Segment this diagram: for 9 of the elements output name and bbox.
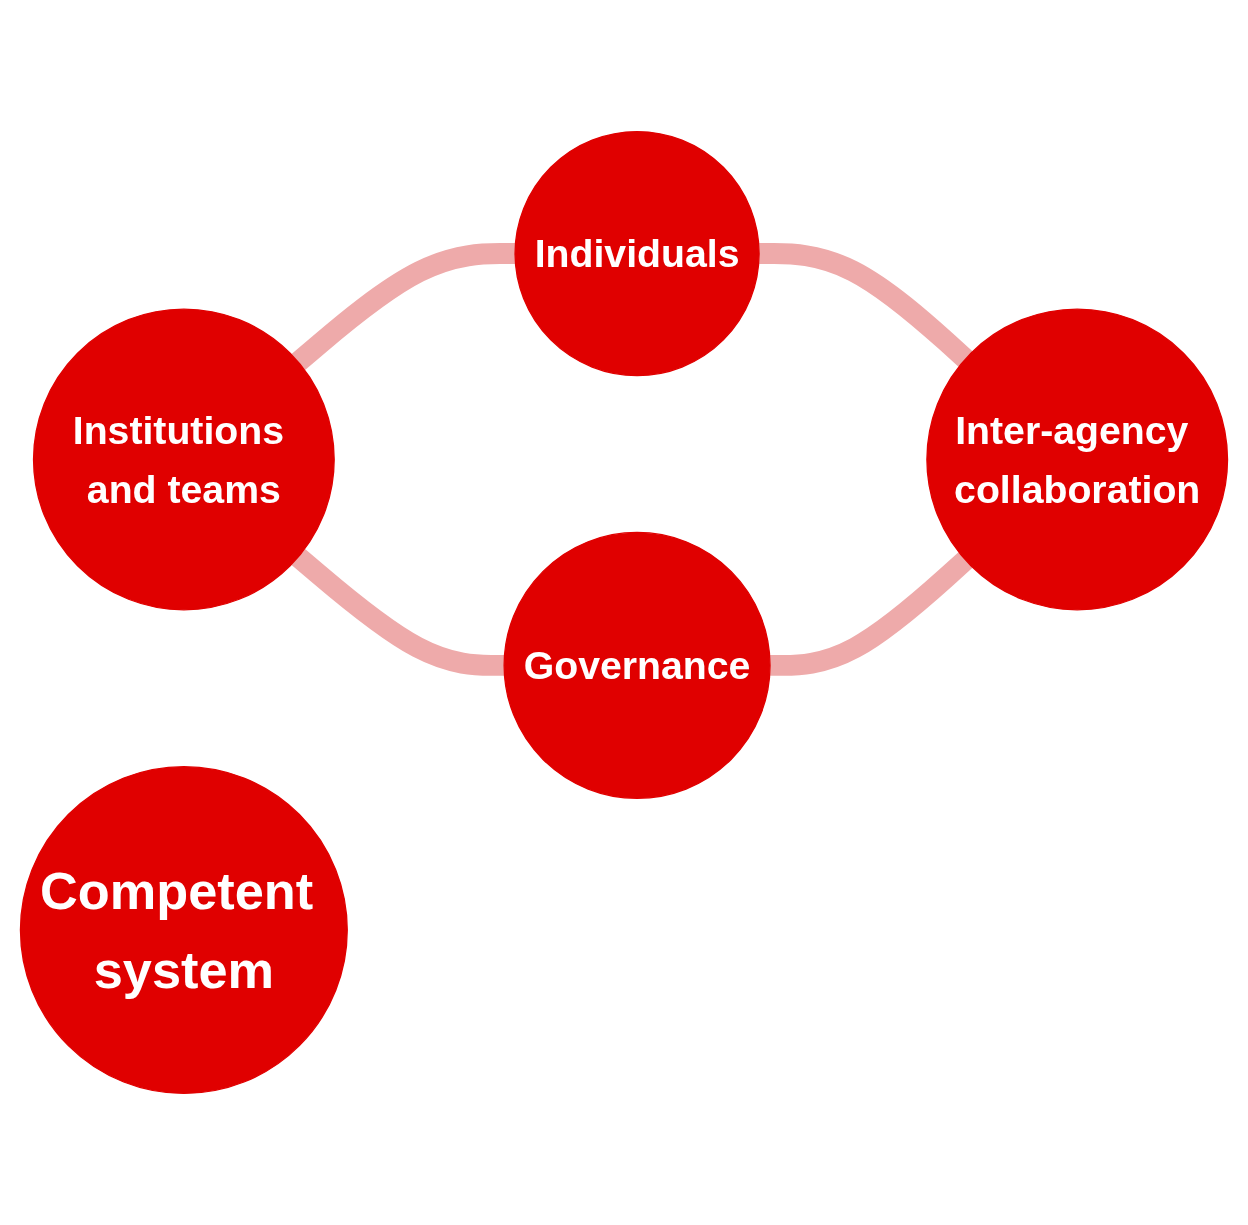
connector: [291, 548, 505, 676]
node-circle: Institutions and teams: [32, 308, 335, 611]
node-circle: Inter-agency collaboration: [926, 308, 1229, 611]
node-circle: Competent system: [19, 766, 348, 1095]
node-circle: Governance: [503, 531, 771, 799]
connector: [291, 243, 516, 370]
connector: [770, 552, 973, 676]
connector: [759, 243, 973, 367]
node-circle: Individuals: [514, 130, 760, 377]
